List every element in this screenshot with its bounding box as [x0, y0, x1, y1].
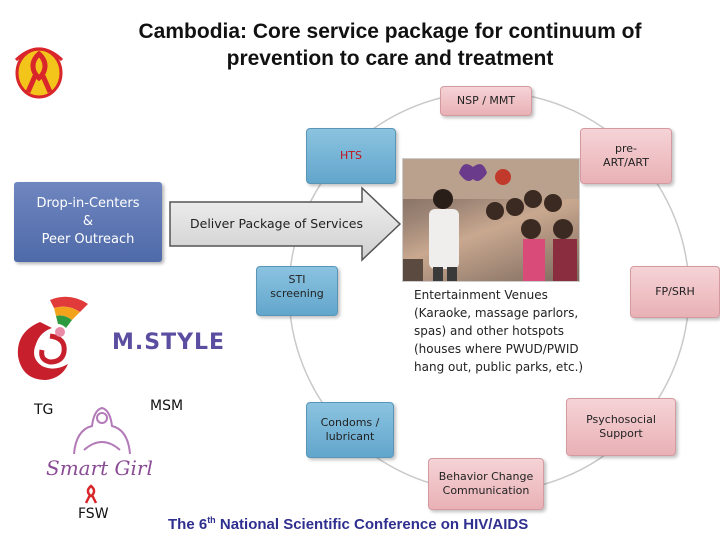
- venues-line1: Entertainment Venues: [414, 288, 548, 302]
- node-sti-screening: STI screening: [256, 266, 338, 316]
- node-nsp-label: NSP / MMT: [456, 94, 516, 107]
- node-pre-art-line1: pre-: [615, 142, 637, 155]
- red-ribbon-icon: [84, 484, 98, 504]
- venues-line5: hang out, public parks, etc.): [414, 360, 584, 374]
- arrow-label: Deliver Package of Services: [190, 216, 363, 231]
- footer-pre: The 6: [168, 516, 208, 533]
- drop-in-line1: Drop-in-Centers: [36, 196, 140, 211]
- drop-in-line2: &: [82, 214, 94, 229]
- node-psycho-line1: Psychosocial: [586, 413, 656, 426]
- drop-in-centers-box: Drop-in-Centers & Peer Outreach: [14, 182, 162, 262]
- node-sti-line2: screening: [270, 287, 324, 300]
- outreach-photo-image: [403, 159, 579, 281]
- node-hts-label: HTS: [340, 149, 362, 162]
- venues-line4: (houses where PWUD/PWID: [414, 342, 579, 356]
- node-bcc-line1: Behavior Change: [438, 470, 534, 483]
- node-fp-label: FP/SRH: [655, 285, 695, 298]
- venues-description: Entertainment Venues (Karaoke, massage p…: [414, 286, 614, 376]
- venues-line3: spas) and other hotspots: [414, 324, 564, 338]
- node-fp-srh: FP/SRH: [630, 266, 720, 318]
- venues-line2: (Karaoke, massage parlors,: [414, 306, 579, 320]
- title-line-1: Cambodia: Core service package for conti…: [138, 20, 642, 43]
- smart-girl-logo: Smart Girl: [46, 456, 153, 480]
- node-nsp-mmt: NSP / MMT: [440, 86, 532, 116]
- tg-logo-icon: [17, 296, 88, 380]
- fsw-label: FSW: [78, 506, 109, 522]
- drop-in-line3: Peer Outreach: [41, 232, 135, 247]
- mstyle-logo: M.STYLE: [112, 330, 226, 355]
- footer-post: National Scientific Conference on HIV/AI…: [215, 516, 529, 533]
- ribbon-logo-icon: [14, 47, 64, 99]
- footer-sup: th: [207, 515, 216, 525]
- node-hts: HTS: [306, 128, 396, 184]
- conference-footer: The 6th National Scientific Conference o…: [168, 515, 528, 533]
- node-behavior-change: Behavior Change Communication: [428, 458, 544, 510]
- smart-girl-crown-icon: [73, 406, 131, 455]
- node-condoms-line1: Condoms /: [320, 416, 380, 429]
- node-psychosocial: Psychosocial Support: [566, 398, 676, 456]
- node-pre-art-line2: ART/ART: [603, 156, 649, 169]
- outreach-photo: [402, 158, 580, 282]
- node-condoms: Condoms / lubricant: [306, 402, 394, 458]
- title-line-2: prevention to care and treatment: [226, 47, 554, 70]
- node-condoms-line2: lubricant: [325, 430, 375, 443]
- node-bcc-line2: Communication: [442, 484, 530, 497]
- node-sti-line1: STI: [288, 273, 306, 286]
- node-psycho-line2: Support: [599, 427, 643, 440]
- deliver-arrow-icon: [169, 186, 402, 262]
- tg-label: TG: [34, 402, 54, 418]
- node-pre-art: pre- ART/ART: [580, 128, 672, 184]
- page-title: Cambodia: Core service package for conti…: [70, 18, 710, 72]
- msm-label: MSM: [150, 398, 184, 414]
